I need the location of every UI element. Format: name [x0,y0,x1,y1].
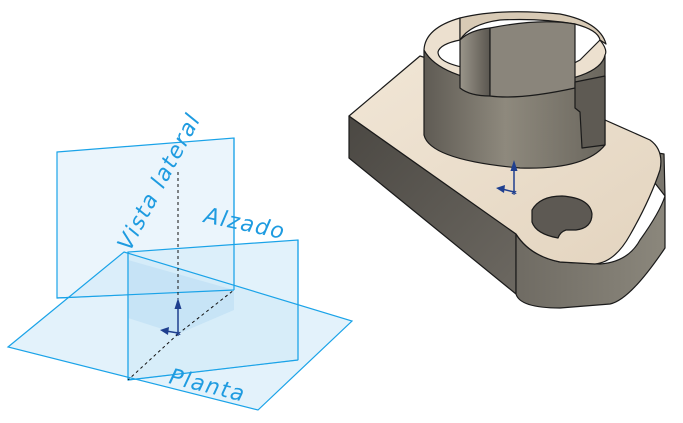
plane-edge [127,359,299,381]
plane-edge [56,289,235,299]
svg-text:✱: ✱ [175,330,181,338]
cad-part-3d: ✱ [348,11,666,309]
coordinate-triad-icon: ✱ [160,298,182,338]
coordinate-triad-icon: ✱ [496,160,518,197]
boss-inner-bore [459,11,607,45]
svg-text:✱: ✱ [511,189,517,197]
part-hole [531,195,593,239]
intersection-line-diagonal [127,333,179,381]
projection-planes-diagram: ✱ Vista lateral Alzado Planta [6,109,354,411]
boss-inner-wall [459,27,491,97]
boss-inner-back-wall [489,21,576,98]
plane-overlap-shade [128,260,234,334]
boss-slot [574,75,606,149]
